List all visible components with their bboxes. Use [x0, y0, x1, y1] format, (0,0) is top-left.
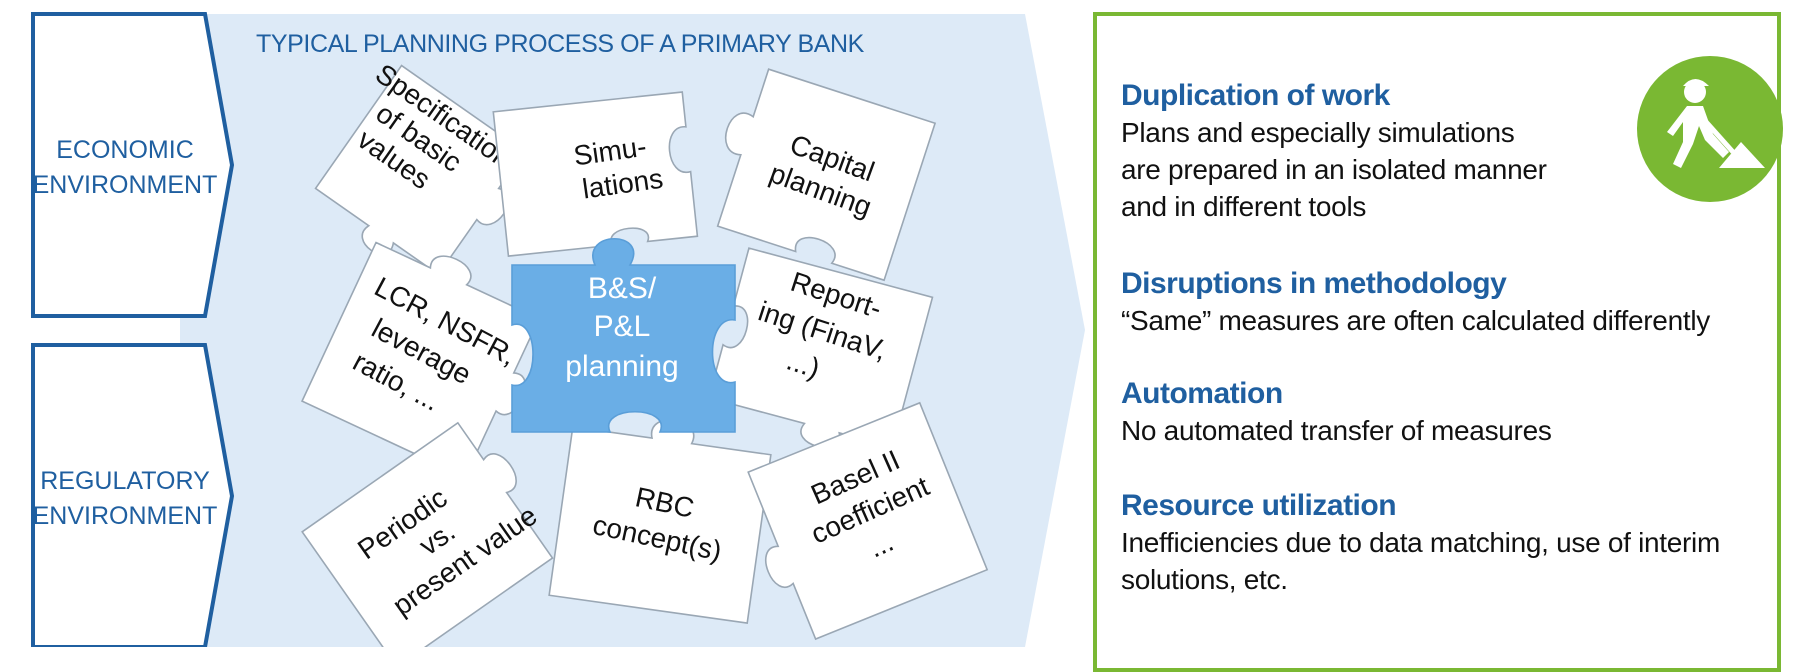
- puzzle-piece-lcr: [300, 241, 541, 479]
- center-line3: planning: [565, 350, 678, 383]
- regulatory-label-line2: ENVIRONMENT: [33, 502, 218, 530]
- puzzle-piece-center: [511, 238, 736, 433]
- puzzle-piece-basel: [747, 401, 989, 641]
- issue-text-line: Plans and especially simulations: [1121, 117, 1515, 148]
- issue-duplication: Duplication of work Plans and especially…: [1121, 78, 1761, 225]
- center-line2: P&L: [594, 310, 651, 343]
- issue-automation: Automation No automated transfer of meas…: [1121, 376, 1761, 449]
- center-line1: B&S/: [588, 272, 657, 305]
- economic-label-line1: ECONOMIC: [56, 136, 194, 164]
- process-title: TYPICAL PLANNING PROCESS OF A PRIMARY BA…: [256, 30, 865, 58]
- issues-panel: Duplication of work Plans and especially…: [1093, 12, 1783, 672]
- puzzle-piece-capital: [716, 68, 937, 282]
- economic-label-line2: ENVIRONMENT: [33, 171, 218, 199]
- economic-environment-box: [31, 12, 235, 318]
- issue-text-line: are prepared in an isolated manner: [1121, 154, 1547, 185]
- issue-text-line: Inefficiencies due to data matching, use…: [1121, 527, 1720, 558]
- issue-title: Duplication of work: [1121, 79, 1390, 112]
- issue-disruptions: Disruptions in methodology “Same” measur…: [1121, 266, 1761, 339]
- construction-worker-icon: [1637, 56, 1783, 202]
- puzzle-piece-simulations: [492, 91, 699, 257]
- regulatory-label-line1: REGULATORY: [40, 467, 210, 495]
- issue-text-line: No automated transfer of measures: [1121, 415, 1552, 446]
- issue-title: Disruptions in methodology: [1121, 267, 1507, 300]
- issue-title: Resource utilization: [1121, 489, 1397, 522]
- planning-diagram: ECONOMIC ENVIRONMENT REGULATORY ENVIRONM…: [31, 12, 1085, 647]
- issue-text-line: solutions, etc.: [1121, 564, 1288, 595]
- puzzle-piece-periodic: [301, 421, 554, 647]
- issue-resource: Resource utilization Inefficiencies due …: [1121, 488, 1761, 598]
- regulatory-environment-box: [31, 343, 235, 647]
- issue-text-line: “Same” measures are often calculated dif…: [1121, 305, 1710, 336]
- issue-title: Automation: [1121, 377, 1283, 410]
- issue-text-line: and in different tools: [1121, 191, 1367, 222]
